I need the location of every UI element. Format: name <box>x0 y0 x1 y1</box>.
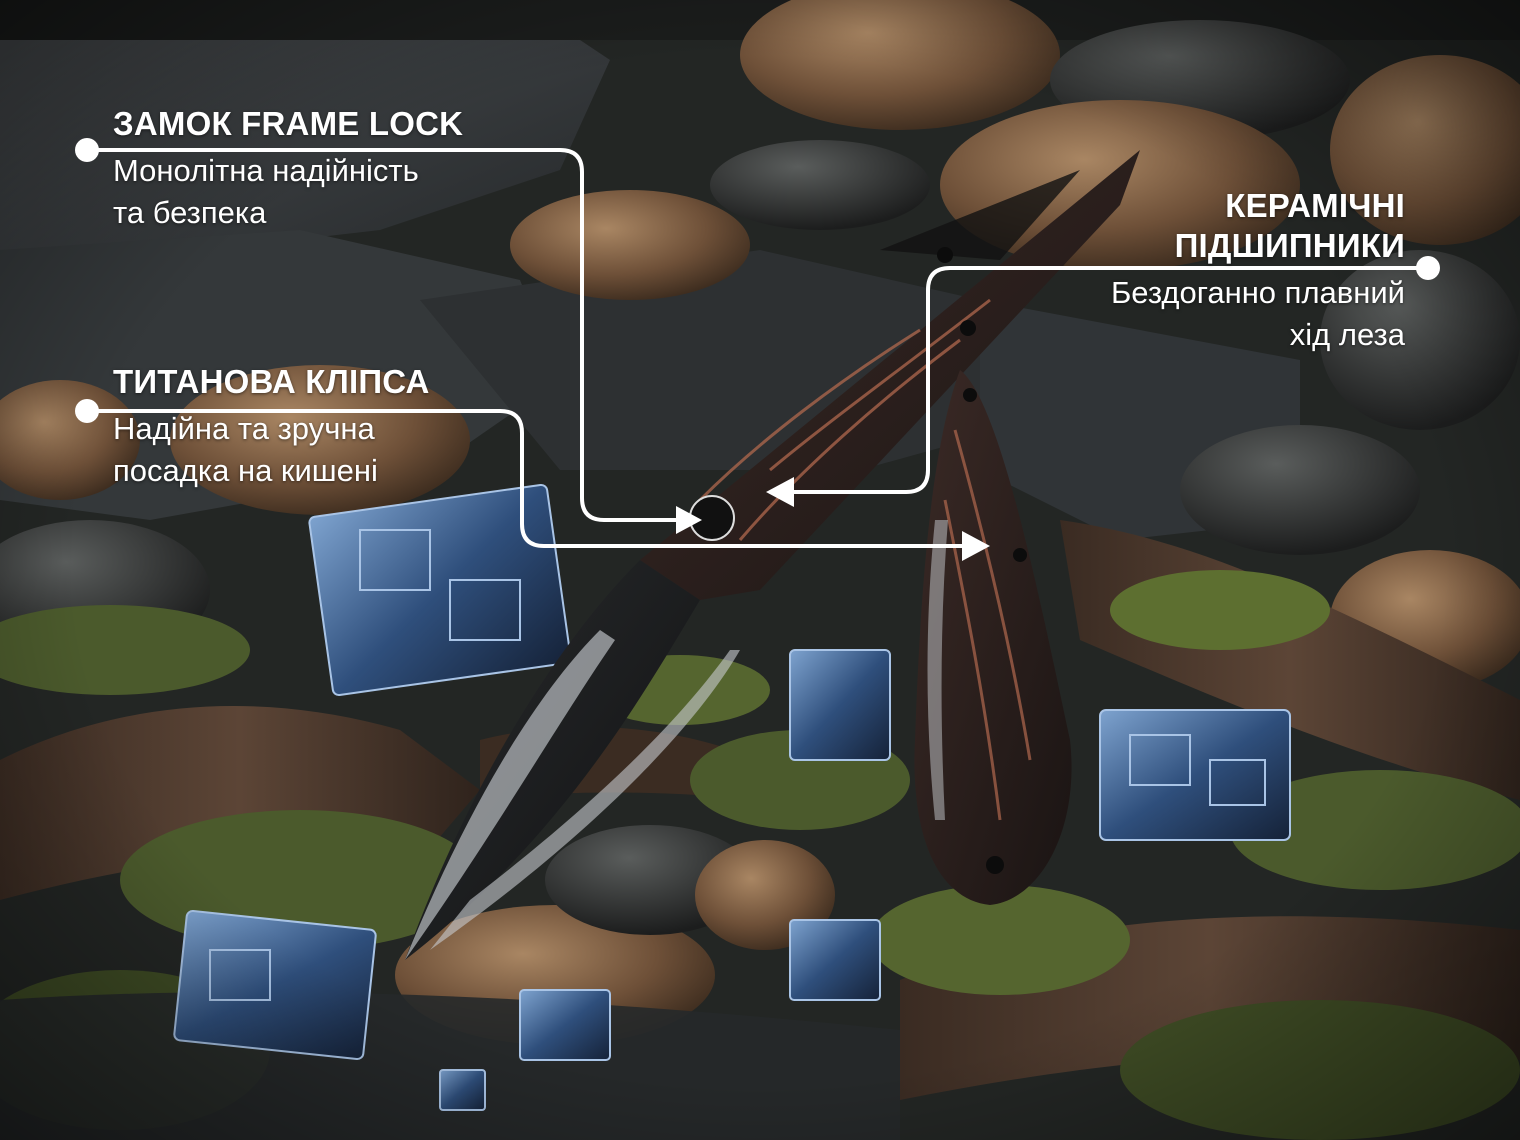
callout-clip-line-2: посадка на кишені <box>113 453 378 488</box>
arrow-frame-lock-icon <box>676 506 702 534</box>
leader-lines <box>87 148 1428 548</box>
leader-dot-bearings <box>1416 256 1440 280</box>
callout-clip-description: Надійна та зручна посадка на кишені <box>113 408 533 492</box>
callout-clip-line-1: Надійна та зручна <box>113 411 375 446</box>
leader-line-bearings <box>790 266 1428 494</box>
callout-frame-lock-description: Монолітна надійність та безпека <box>113 150 533 234</box>
leader-dot-frame-lock <box>75 138 99 162</box>
callout-frame-lock: ЗАМОК FRAME LOCK Монолітна надійність та… <box>113 104 533 234</box>
callout-titanium-clip: ТИТАНОВА КЛІПСА Надійна та зручна посадк… <box>113 362 533 492</box>
callout-bearings-line-2: хід леза <box>1289 317 1405 352</box>
callout-bearings-title-line-2: ПІДШИПНИКИ <box>1174 227 1405 264</box>
leader-line-clip <box>87 409 965 548</box>
leader-line-frame-lock <box>87 148 680 522</box>
callout-bearings-description: Бездоганно плавний хід леза <box>965 272 1405 356</box>
callout-bearings-title: КЕРАМІЧНІ ПІДШИПНИКИ <box>965 186 1405 266</box>
callout-bearings-title-line-1: КЕРАМІЧНІ <box>1225 187 1405 224</box>
callout-frame-lock-title: ЗАМОК FRAME LOCK <box>113 105 464 142</box>
callout-clip-title: ТИТАНОВА КЛІПСА <box>113 363 430 400</box>
callout-frame-lock-line-1: Монолітна надійність <box>113 153 419 188</box>
leader-dot-clip <box>75 399 99 423</box>
callout-bearings-line-1: Бездоганно плавний <box>1110 275 1405 310</box>
leader-dots <box>75 138 1440 423</box>
callout-frame-lock-line-2: та безпека <box>113 195 267 230</box>
arrow-bearings-icon <box>766 477 794 507</box>
arrow-clip-icon <box>962 531 990 561</box>
leader-arrows <box>676 477 990 561</box>
callout-ceramic-bearings: КЕРАМІЧНІ ПІДШИПНИКИ Бездоганно плавний … <box>965 186 1405 356</box>
